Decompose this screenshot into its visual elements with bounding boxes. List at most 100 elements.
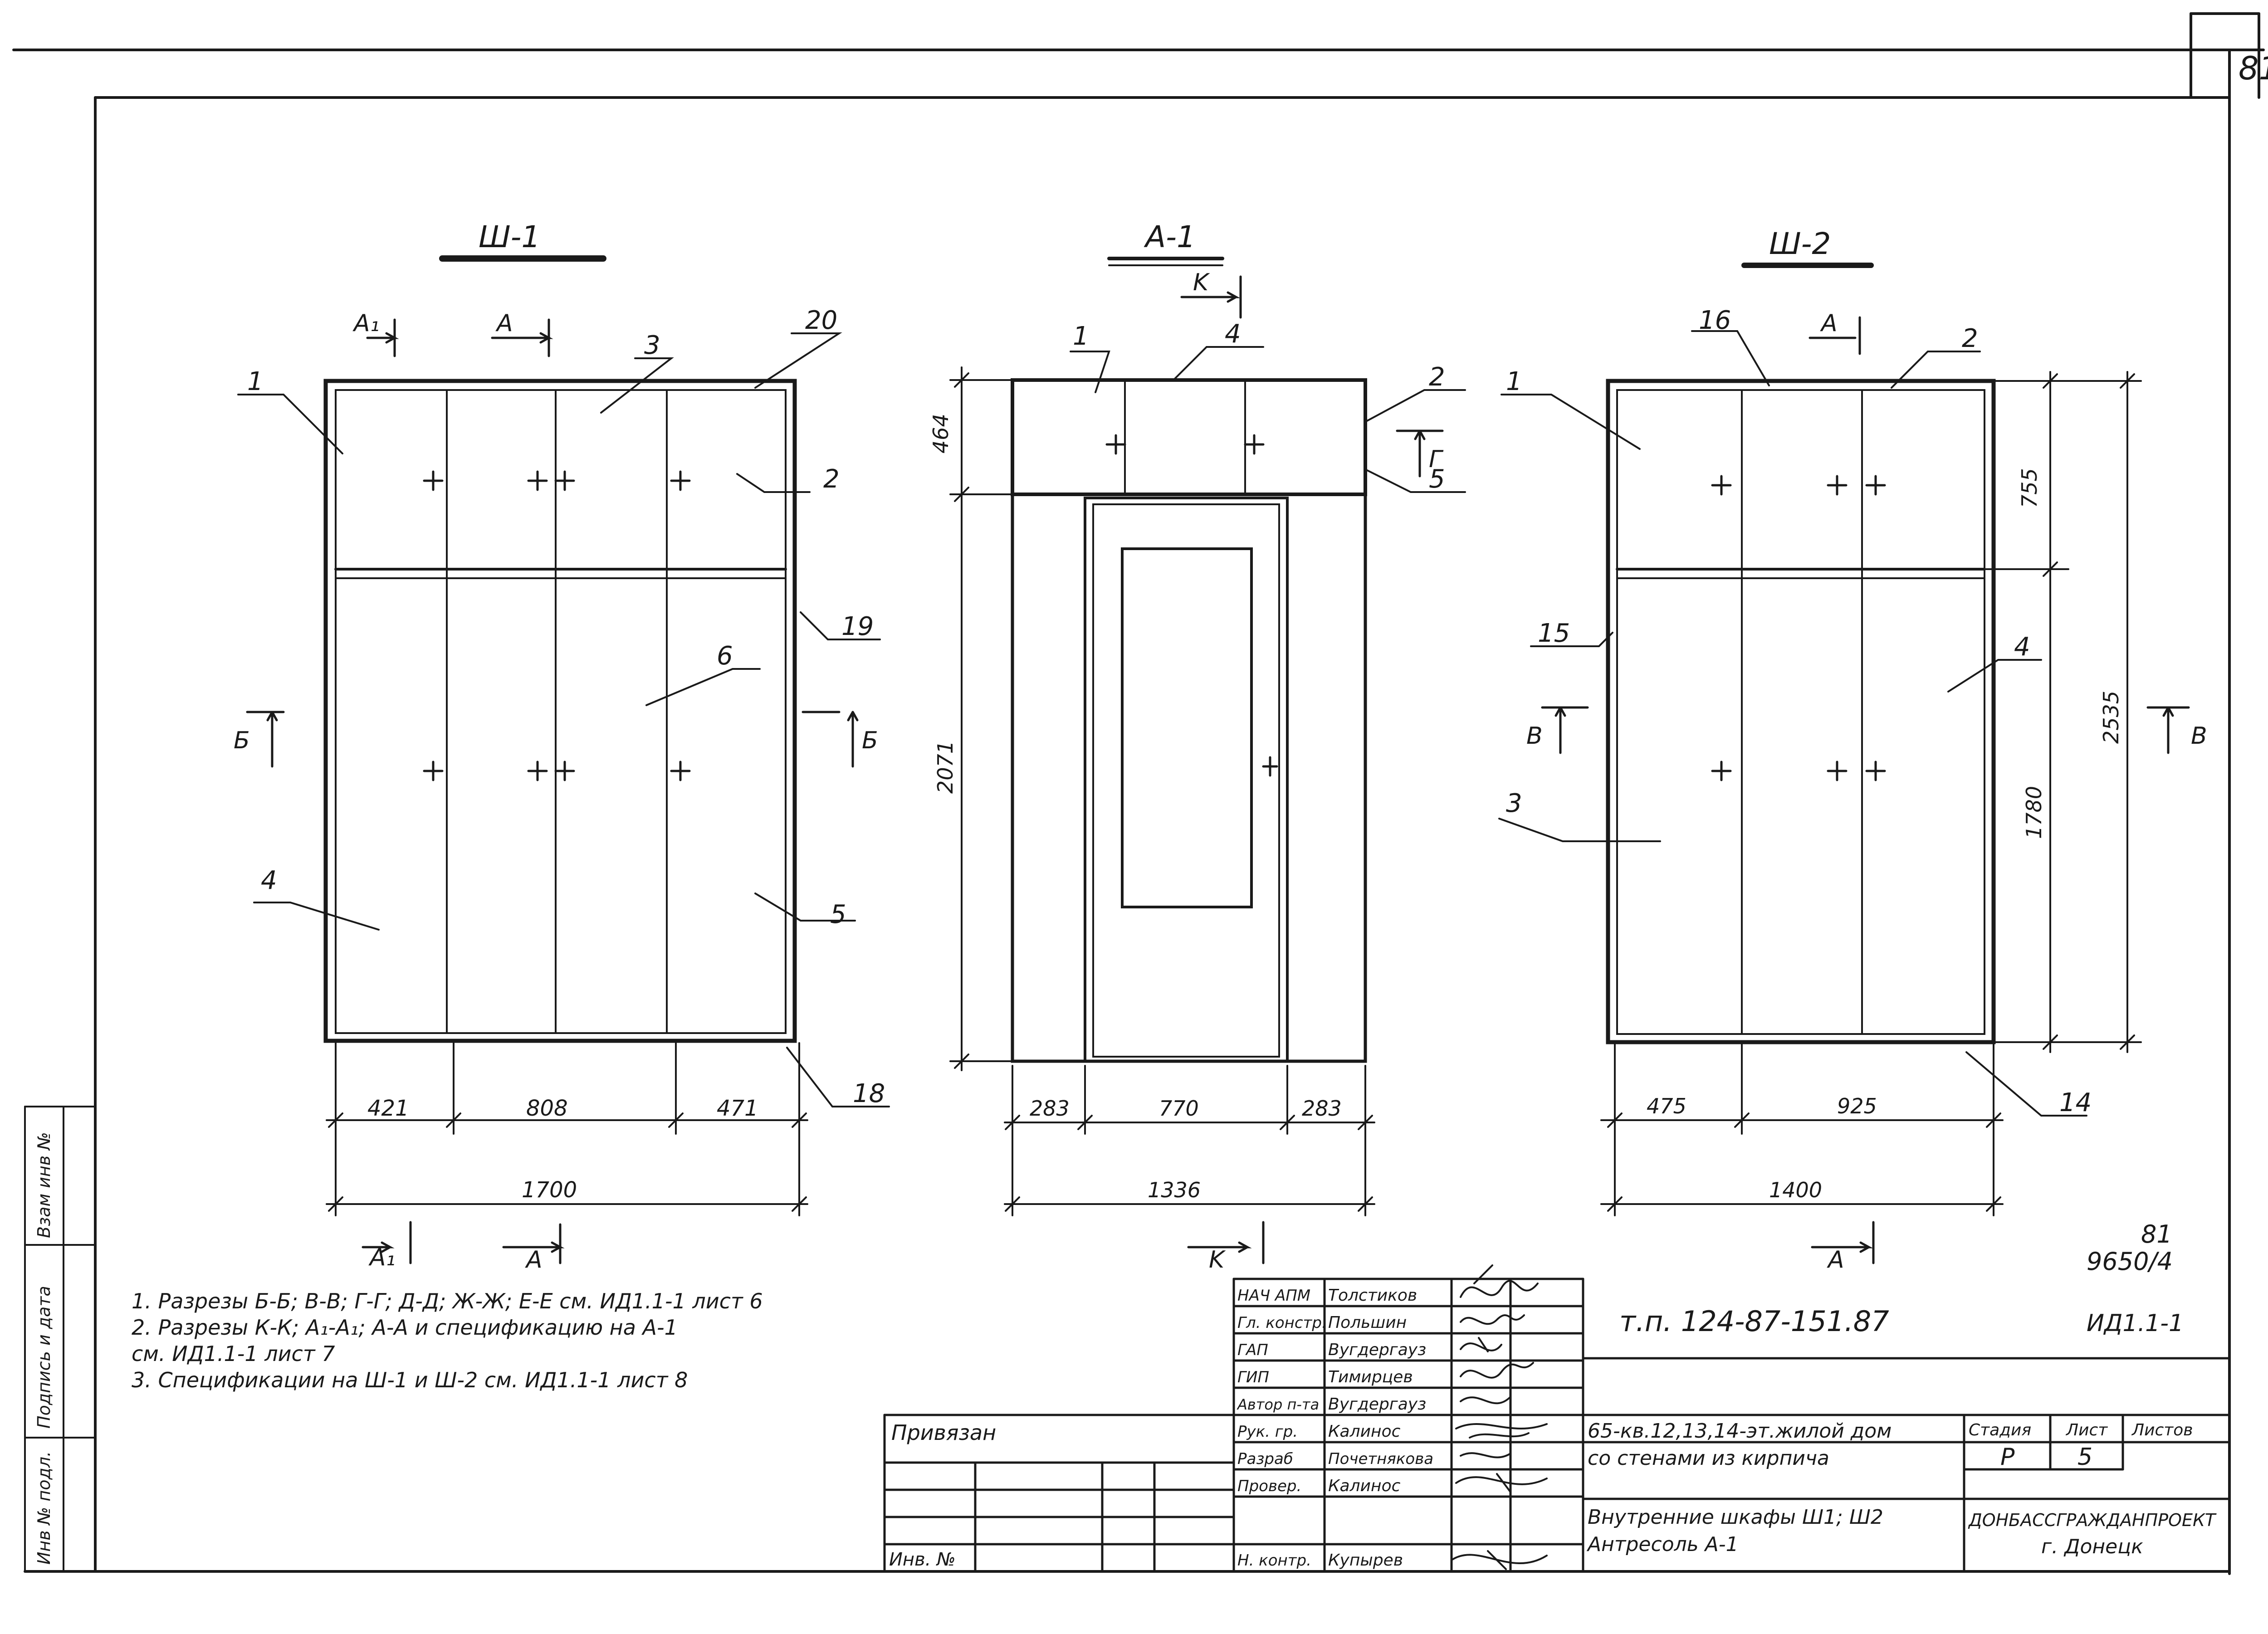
a1-dim: 770 [1159,1096,1199,1121]
tb-drawing-line1: Внутренние шкафы Ш1; Ш2 [1588,1506,1883,1529]
side-strip-inv: Инв № подл. [34,1451,54,1565]
sh2-title: Ш-2 [1769,226,1831,261]
sh2-callout: 14 [2059,1088,2092,1117]
tb-doc-code: ИД1.1-1 [2087,1310,2184,1337]
sh2-callout: 1 [1506,367,1522,396]
a1-dim-total: 1336 [1148,1178,1201,1202]
tb-role: ГИП [1237,1368,1269,1386]
note-line: 3. Спецификации на Ш-1 и Ш-2 см. ИД1.1-1… [132,1368,688,1392]
sh2-dim: 925 [1837,1094,1877,1118]
sh2-callout: 2 [1962,324,1978,353]
tb-role: Рук. гр. [1237,1423,1298,1441]
sh1-callout: 1 [247,367,264,396]
sheet-number: 81 [2239,50,2268,87]
sh1-callout: 19 [841,612,874,641]
a1-callout: 5 [1429,464,1445,494]
a1-callout: 4 [1225,319,1241,349]
tb-role: Провер. [1237,1477,1301,1495]
view-sh2 [1498,263,2190,1264]
sh2-section-a-top: A [1820,310,1838,337]
tb-role: Н. контр. [1237,1551,1311,1570]
sh2-section-b-right: B [2191,722,2207,750]
tb-name: Вугдергауз [1328,1341,1426,1359]
a1-dim-door: 2071 [933,741,958,794]
a1-section-g: Г [1429,446,1444,473]
note-line: см. ИД1.1-1 лист 7 [132,1341,335,1366]
a1-callout: 2 [1429,362,1445,392]
tb-drawing-line2: Антресоль А-1 [1586,1533,1739,1556]
tb-role: ГАП [1237,1341,1268,1359]
tb-privyazan: Привязан [891,1420,996,1445]
view-a1 [949,257,1466,1264]
tb-stage: Р [2000,1444,2015,1471]
sh1-dim: 471 [717,1096,758,1121]
tb-sheets-header: Листов [2131,1421,2193,1439]
sh1-section-a-top: A [495,310,513,337]
tb-name: Польшин [1328,1313,1407,1332]
a1-dim: 283 [1302,1096,1342,1121]
a1-section-k-bottom: K [1209,1246,1226,1273]
tb-building-line2: со стенами из кирпича [1588,1447,1829,1470]
sh2-section-b-left: B [1526,722,1543,750]
sh1-callout: 20 [805,306,837,335]
tb-role: НАЧ АПМ [1237,1287,1310,1305]
tb-stage-header: Стадия [1969,1421,2031,1439]
tb-role: Автор п-та [1237,1396,1319,1413]
tb-name: Калинос [1328,1477,1401,1495]
sh1-callout: 6 [717,641,733,671]
sh1-callout: 4 [261,866,277,895]
tb-sheet-header: Лист [2065,1421,2108,1439]
sh1-section-a-bottom: A [525,1246,543,1273]
sh1-dim-total: 1700 [522,1177,577,1203]
tb-building-line1: 65-кв.12,13,14-эт.жилой дом [1588,1419,1892,1443]
signature-scribbles [1451,1264,1548,1570]
tb-name: Купырев [1328,1551,1403,1570]
tb-inv-no: Инв. № [889,1549,956,1570]
sh2-dim: 475 [1647,1094,1686,1118]
side-strip-replace: Взам инв № [34,1132,54,1238]
sh1-callout: 18 [853,1079,885,1108]
sh1-section-a1-top: A₁ [352,310,379,337]
tb-project-code: т.п. 124-87-151.87 [1619,1305,1889,1338]
tb-sheet: 5 [2077,1444,2092,1471]
sh1-title: Ш-1 [479,219,540,254]
tb-name: Калинос [1328,1422,1401,1441]
stamp-inventory: 9650/4 [2087,1247,2173,1276]
sh1-callout: 2 [823,464,840,494]
stamp-sheet-ref: 81 [2141,1220,2172,1249]
tb-name: Вугдергауз [1328,1395,1426,1414]
sheet-frame [12,12,2265,1575]
a1-dim: 283 [1030,1096,1070,1121]
a1-section-k-top: K [1193,269,1210,296]
sh2-callout: 4 [2014,632,2030,662]
note-line: 2. Разрезы К-К; А₁-А₁; А-А и спецификаци… [132,1315,678,1340]
sh1-dim: 421 [367,1096,409,1121]
sh1-section-a1-bottom: A₁ [368,1244,395,1271]
sh2-section-a-bottom: A [1827,1246,1844,1273]
tb-name: Толстиков [1328,1286,1417,1305]
sh2-dim-total: 1400 [1769,1178,1822,1202]
tb-organization: ДОНБАССГРАЖДАНПРОЕКТ [1968,1510,2217,1530]
side-strip [24,1106,96,1572]
sh2-callout: 15 [1538,619,1570,648]
sh2-dim-height: 2535 [2099,691,2123,744]
a1-dim-top: 464 [929,414,953,454]
sh1-callout: 3 [644,331,660,360]
sh2-callout: 3 [1506,789,1522,818]
sh1-section-b-right: Б [862,727,878,754]
tb-name: Почетнякова [1328,1450,1433,1468]
sh2-callout: 16 [1699,306,1731,335]
tb-city: г. Донецк [2041,1535,2143,1558]
tb-role: Гл. констр. [1237,1314,1327,1332]
sh2-dim-bottom: 1780 [2022,786,2046,839]
a1-title: A-1 [1144,219,1196,254]
view-sh1 [237,255,890,1264]
sh1-callout: 5 [830,900,846,929]
note-line: 1. Разрезы Б-Б; В-В; Г-Г; Д-Д; Ж-Ж; Е-Е … [132,1289,763,1313]
sh2-dim-top: 755 [2017,468,2042,508]
side-strip-signature: Подпись и дата [34,1286,54,1429]
a1-callout: 1 [1073,322,1089,351]
sh1-section-b-left: Б [234,727,250,754]
tb-role: Разраб [1237,1450,1293,1468]
